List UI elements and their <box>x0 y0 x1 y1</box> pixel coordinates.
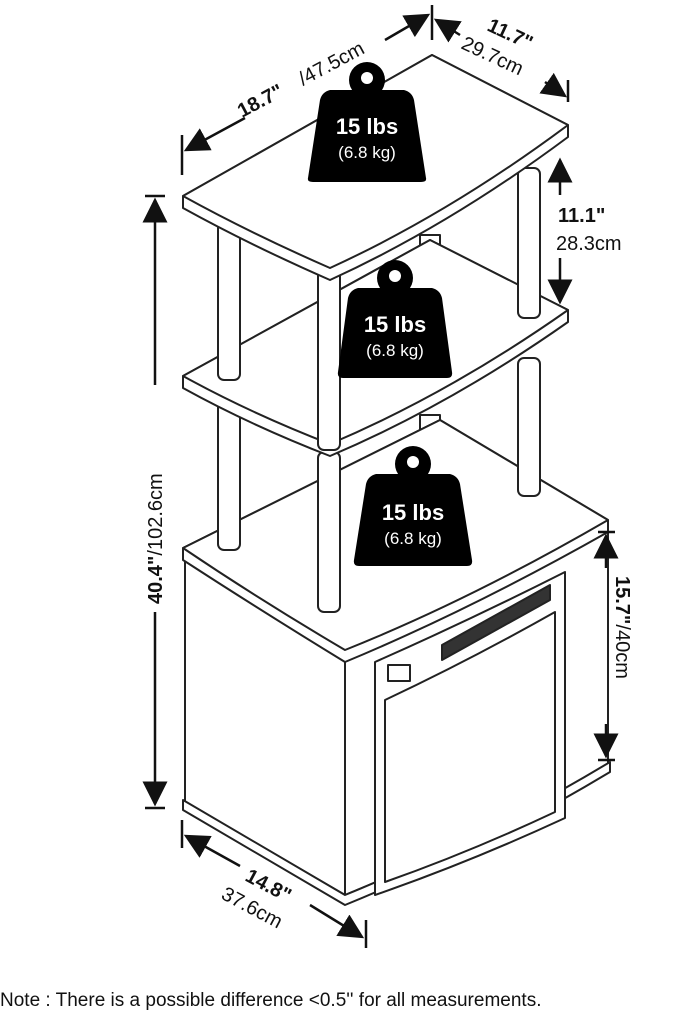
weight-icon-top: 15 lbs (6.8 kg) <box>307 62 427 182</box>
post-lower-front <box>317 451 341 613</box>
post-upper-left <box>217 221 241 381</box>
weight-lbs-label: 15 lbs <box>382 500 444 525</box>
weight-icon-lower: 15 lbs (6.8 kg) <box>353 446 473 566</box>
weight-icon-middle: 15 lbs (6.8 kg) <box>337 260 453 378</box>
height-label: 40.4"/102.6cm <box>145 473 167 604</box>
cabinet-height-cm: /40cm <box>611 624 633 678</box>
height-cm: /102.6cm <box>145 473 167 555</box>
heater-vent <box>441 584 551 661</box>
shelf-gap-inches: 11.1" <box>558 205 605 227</box>
weight-lbs-label: 15 lbs <box>336 114 398 139</box>
post-lower-left <box>217 397 241 551</box>
weight-kg-label: (6.8 kg) <box>366 341 424 360</box>
fireplace-glass <box>384 611 556 883</box>
control-panel <box>387 664 411 682</box>
post-lower-right <box>517 357 541 497</box>
weight-kg-label: (6.8 kg) <box>384 529 442 548</box>
shelf-gap-cm: 28.3cm <box>556 233 622 255</box>
width-inches: 18.7" <box>234 80 287 122</box>
post-upper-right <box>517 167 541 319</box>
weight-kg-label: (6.8 kg) <box>338 143 396 162</box>
post-upper-front <box>317 269 341 451</box>
cabinet-height-label: 15.7"/40cm <box>611 576 633 679</box>
weight-lbs-label: 15 lbs <box>364 312 426 337</box>
height-inches: 40.4" <box>145 556 167 604</box>
measurement-note: Note : There is a possible difference <0… <box>0 990 542 1011</box>
cabinet-height-inches: 15.7" <box>611 576 633 624</box>
